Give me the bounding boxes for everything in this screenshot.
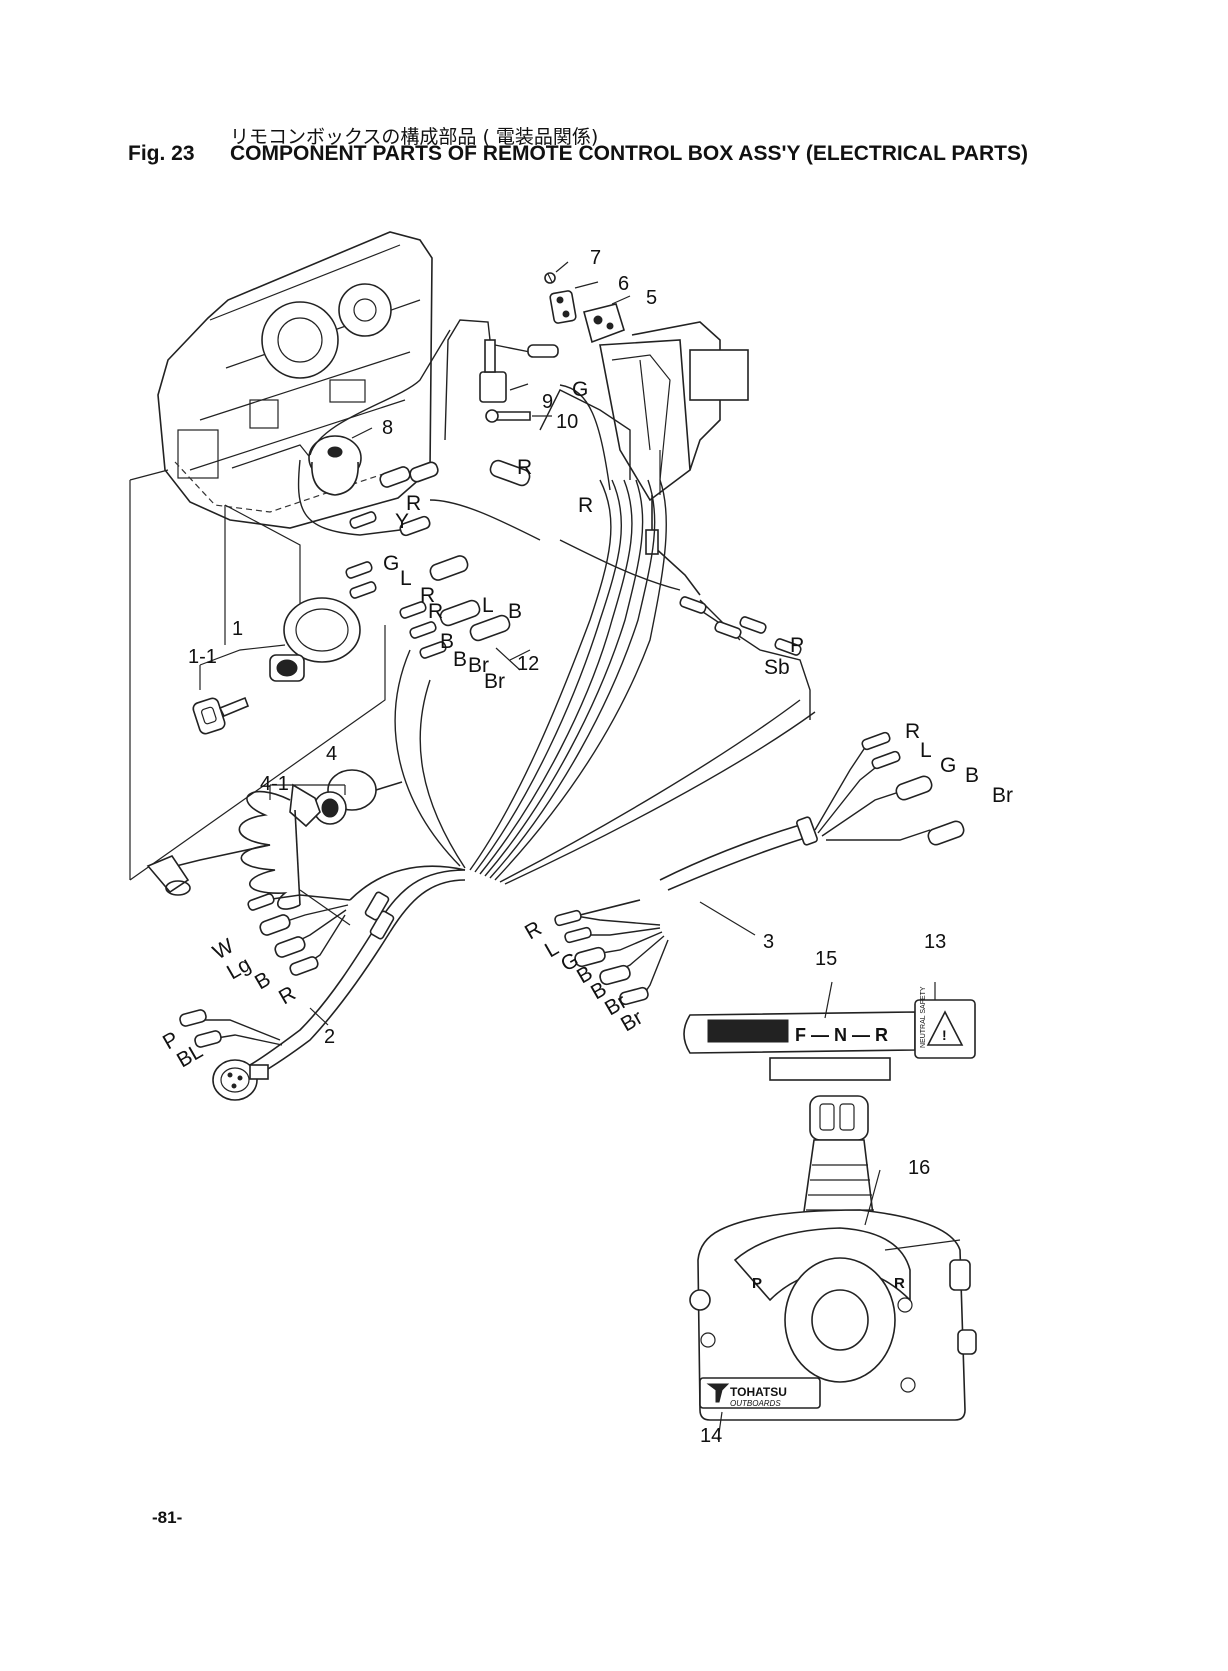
- leader-9: [509, 383, 529, 391]
- wire-label: B: [508, 600, 522, 623]
- warning-decal-text: NEUTRAL SAFETY: [920, 986, 927, 1048]
- wire-label: Sb: [764, 656, 790, 679]
- callout-3: 3: [763, 931, 774, 953]
- harness-cable-3: [554, 731, 965, 1006]
- callout-labels: 1 1-1 2 3 4 4-1 5 6 7 8 9 10 12 13 14 15…: [188, 247, 946, 1447]
- wire-label: B: [440, 630, 454, 653]
- wire-label: L: [920, 739, 932, 762]
- wire-harness: [297, 329, 816, 885]
- wire-label: Y: [395, 510, 409, 533]
- stop-switch: [313, 769, 403, 825]
- screw-7: [544, 272, 556, 284]
- callout-6: 6: [618, 273, 629, 295]
- page-number: -81-: [152, 1508, 183, 1527]
- leader-key-frame: [129, 625, 386, 881]
- figure-number: Fig. 23: [128, 142, 195, 165]
- ignition-switch: [269, 597, 361, 682]
- wire-label: L: [482, 594, 494, 617]
- shift-decal-text: F — N — R: [795, 1025, 888, 1045]
- wire-label: B: [251, 967, 275, 994]
- screw-10: [485, 409, 531, 423]
- neutral-switch: [444, 319, 559, 441]
- callout-1: 1: [232, 618, 243, 640]
- switch-connectors: [345, 459, 802, 659]
- brand-logo-text: TOHATSU: [730, 1385, 787, 1399]
- leader-7: [555, 261, 569, 273]
- leader-2: [309, 1007, 329, 1026]
- shift-decal-15: F — N — R ! NEUTRAL SAFETY: [683, 986, 976, 1081]
- callout-8: 8: [382, 417, 393, 439]
- leader-15: [824, 981, 833, 1019]
- leader-6: [574, 281, 599, 289]
- ignition-key: [192, 696, 250, 735]
- callout-10: 10: [556, 411, 578, 433]
- wire-label: R: [420, 584, 435, 607]
- leader-3: [699, 901, 756, 936]
- wire-label: G: [940, 754, 956, 777]
- buzzer: [308, 435, 362, 496]
- japanese-title: リモコンボックスの構成部品 ( 電装品関係): [230, 126, 599, 148]
- page-title: COMPONENT PARTS OF REMOTE CONTROL BOX AS…: [230, 142, 1028, 165]
- callout-2: 2: [324, 1026, 335, 1048]
- wire-label: R: [578, 494, 593, 517]
- wire-label: R: [406, 492, 421, 515]
- wire-label: R: [275, 982, 300, 1010]
- remote-control-box: P R TOHATSU OUTBOARDS: [689, 1095, 977, 1421]
- leader-4: [269, 784, 346, 800]
- callout-9: 9: [542, 391, 553, 413]
- callout-4-1: 4-1: [260, 773, 289, 795]
- wire-label: B: [965, 764, 979, 787]
- callout-14: 14: [700, 1425, 722, 1447]
- callout-15: 15: [815, 948, 837, 970]
- wire-label: G: [383, 552, 399, 575]
- leader-8: [351, 427, 373, 439]
- callout-1-1: 1-1: [188, 646, 217, 668]
- callout-12: 12: [517, 653, 539, 675]
- cotter-pin-12: [495, 647, 521, 671]
- brand-sub-text: OUTBOARDS: [730, 1399, 781, 1408]
- leader-housing-left: [129, 469, 169, 880]
- trim-switch: [583, 303, 625, 344]
- trim-switch-cover: [549, 290, 577, 324]
- callout-7: 7: [590, 247, 601, 269]
- wire-label: R: [905, 720, 920, 743]
- main-harness-plug: [212, 1059, 269, 1101]
- wire-label: Br: [484, 670, 505, 693]
- wire-label: P: [790, 634, 804, 657]
- leader-16: [864, 1169, 881, 1226]
- control-handle-body: [599, 321, 749, 596]
- callout-4: 4: [326, 743, 337, 765]
- harness-cable-2: [179, 865, 466, 1101]
- lever-marker-p: P: [752, 1275, 762, 1292]
- leader-14: [717, 1411, 723, 1441]
- callout-16: 16: [908, 1157, 930, 1179]
- wire-label: R: [517, 456, 532, 479]
- wire-label: R: [521, 917, 546, 945]
- wire-label: B: [453, 648, 467, 671]
- svg-text:!: !: [942, 1027, 947, 1043]
- wire-label: G: [572, 378, 588, 401]
- leader-1: [199, 644, 286, 666]
- lanyard-cord: [146, 783, 321, 910]
- wire-label: Br: [468, 654, 489, 677]
- callout-13: 13: [924, 931, 946, 953]
- lever-marker-r: R: [894, 1275, 905, 1292]
- wire-label: Br: [992, 784, 1013, 807]
- wire-label: R: [428, 600, 443, 623]
- callout-5: 5: [646, 287, 657, 309]
- wire-label: L: [400, 567, 412, 590]
- leader-5: [611, 295, 631, 305]
